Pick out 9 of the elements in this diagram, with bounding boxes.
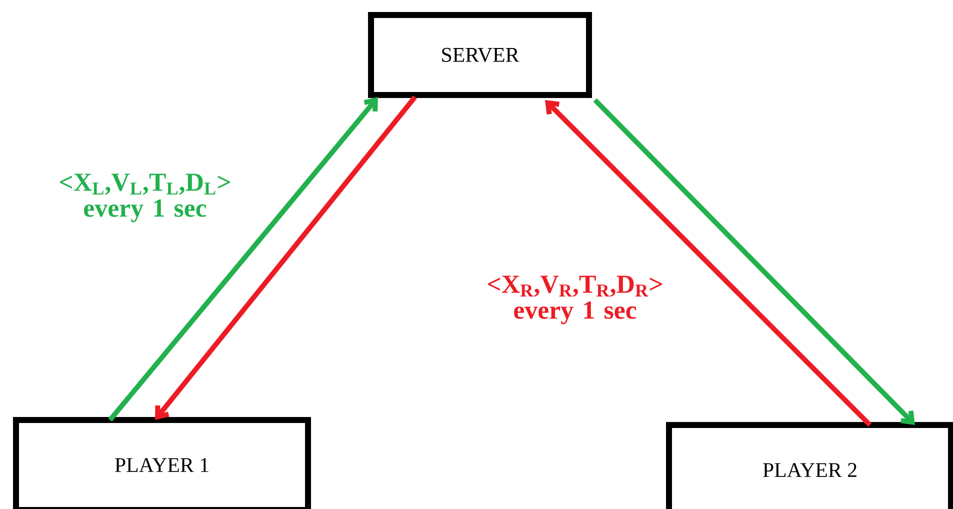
edge-label: <X$_{L}$,V$_{L}$,T$_{L}$,D$_{L}$> every 1 sec (60, 174, 230, 222)
process-box: SERVER (368, 12, 592, 98)
arrow (155, 95, 417, 420)
process-box: PLAYER 1 (13, 417, 311, 509)
process-box: PLAYER 2 (666, 422, 953, 509)
arrow (545, 100, 872, 427)
edge-label: <X$_{R}$,V$_{R}$,T$_{R}$,D$_{R}$> every 1 sec (488, 276, 662, 324)
arrow (108, 97, 378, 422)
arrow (593, 98, 915, 425)
